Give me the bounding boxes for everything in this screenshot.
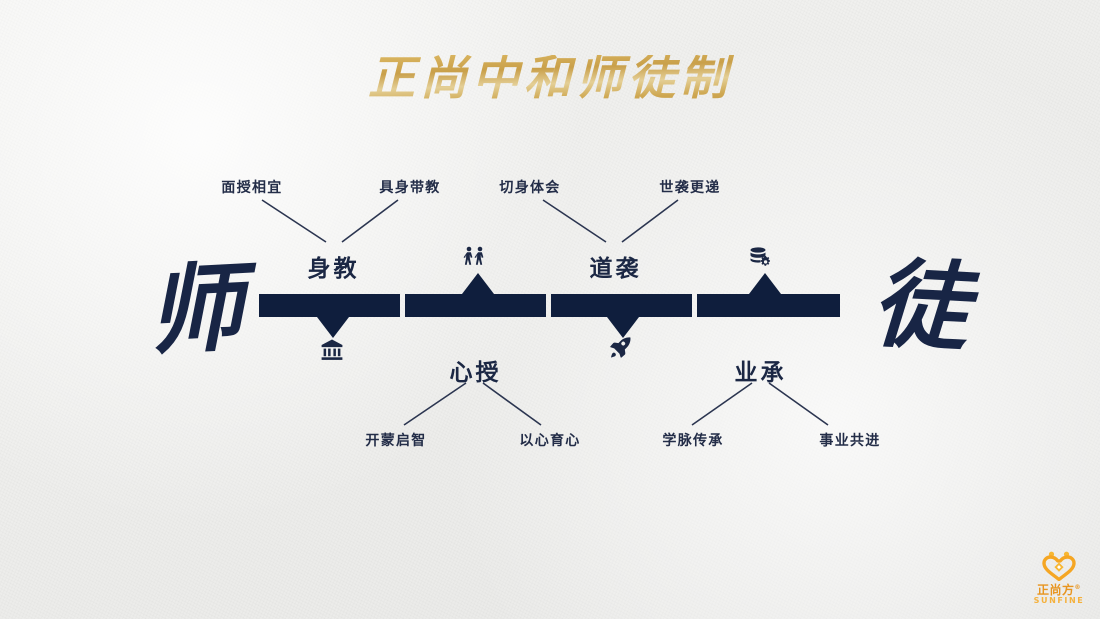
sunfine-logo-icon — [1042, 551, 1076, 581]
leaf-label-bottom-2: 以心育心 — [519, 433, 581, 449]
rocket-icon — [608, 336, 632, 364]
classical-building-icon — [320, 338, 344, 366]
calligraphy-char-apprentice: 徒 — [869, 246, 971, 365]
leaf-label-top-1: 面授相宜 — [221, 180, 283, 196]
logo-brand-subtitle: SUNFINE — [1033, 596, 1085, 605]
logo-brand-text: 正尚方 — [1036, 583, 1075, 597]
category-label-yecheng: 业承 — [734, 360, 787, 386]
leaf-label-top-4: 世袭更递 — [659, 180, 721, 196]
logo-brand-name: 正尚方® — [1026, 582, 1092, 596]
bar-segment-3[interactable] — [551, 294, 692, 317]
leaf-label-top-2: 具身带教 — [379, 180, 441, 196]
pointer-up-yecheng — [749, 273, 781, 294]
pointer-down-shenjiao — [317, 317, 349, 338]
registered-mark: ® — [1074, 584, 1081, 591]
timeline-bar — [259, 273, 840, 338]
leaf-label-bottom-3: 学脉传承 — [662, 433, 724, 449]
leaf-label-bottom-4: 事业共进 — [819, 433, 881, 449]
bar-segment-4[interactable] — [697, 294, 840, 317]
calligraphy-char-teacher: 师 — [144, 250, 246, 369]
category-label-xinshou: 心授 — [449, 360, 502, 386]
bar-segment-1[interactable] — [259, 294, 400, 317]
two-people-walking-icon — [462, 245, 488, 275]
page-title: 正尚中和师徒制 — [0, 55, 1100, 102]
leaf-label-bottom-1: 开蒙启智 — [365, 433, 427, 449]
pointer-up-xinshou — [462, 273, 494, 294]
category-label-daoxi: 道袭 — [589, 256, 642, 282]
category-label-shenjiao: 身教 — [307, 256, 360, 282]
brand-logo: 正尚方® SUNFINE — [1026, 551, 1092, 609]
bar-segment-2[interactable] — [405, 294, 546, 317]
pointer-down-daoxi — [607, 317, 639, 338]
database-gear-icon — [748, 245, 774, 275]
leaf-label-top-3: 切身体会 — [499, 180, 561, 196]
